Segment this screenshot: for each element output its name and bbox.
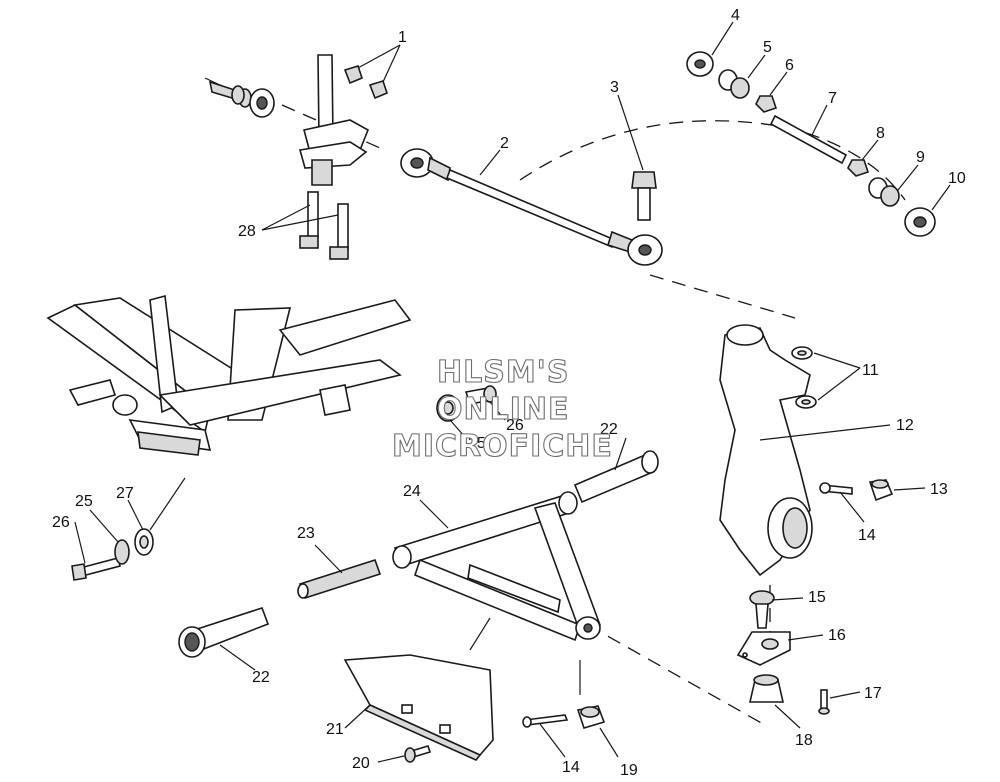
washer-27	[134, 528, 154, 556]
callout-8: 8	[876, 125, 885, 142]
callout-7: 7	[828, 90, 837, 107]
jam-nut-6	[755, 95, 778, 113]
callout-22-upper: 22	[600, 421, 618, 438]
watermark-line-1: HLSM'S	[437, 355, 569, 390]
ball-joint-15	[749, 590, 775, 629]
callout-14-upper: 14	[858, 527, 876, 544]
callout-labels: 1 2 3 4 5 6 7 8 9 10 11 12 13 14 14 15 1…	[52, 7, 966, 779]
washer-25-upper	[436, 394, 460, 422]
watermark-line-2: ONLINE	[437, 392, 570, 427]
callout-6: 6	[785, 57, 794, 74]
steering-column	[204, 54, 370, 186]
callout-25-lower: 25	[75, 493, 93, 510]
callout-25-upper: 25	[468, 435, 486, 452]
sleeve-22-upper	[573, 450, 659, 504]
watermark: HLSM'S ONLINE MICROFICHE	[391, 354, 613, 464]
callout-9: 9	[916, 149, 925, 166]
nut-1b	[368, 80, 388, 100]
callout-15: 15	[808, 589, 826, 606]
callout-27: 27	[116, 485, 134, 502]
bolt-26-upper	[464, 385, 497, 405]
callout-19: 19	[620, 762, 638, 779]
callout-3: 3	[610, 79, 619, 96]
castle-nut-19	[576, 705, 606, 729]
bolt-26-lower	[71, 557, 121, 581]
cotter-pin-14-upper	[819, 482, 853, 495]
callout-22-lower: 22	[252, 669, 270, 686]
adjuster-rod-7	[769, 114, 848, 165]
rod-end-10	[904, 207, 936, 237]
bolt-3	[631, 171, 657, 221]
callout-24: 24	[403, 483, 421, 500]
frame-section	[46, 294, 412, 456]
callout-4: 4	[731, 7, 740, 24]
callout-10: 10	[948, 170, 966, 187]
bolt-28a	[299, 191, 319, 249]
callout-leaders	[74, 21, 951, 763]
callout-18: 18	[795, 732, 813, 749]
callout-28: 28	[238, 223, 256, 240]
castle-nut-13	[868, 479, 894, 502]
callout-1: 1	[398, 29, 407, 46]
jam-nut-8	[847, 159, 870, 177]
callout-26-lower: 26	[52, 514, 70, 531]
callout-14-lower: 14	[562, 759, 580, 776]
washer-25-lower	[114, 539, 130, 565]
callout-23: 23	[297, 525, 315, 542]
rod-end-4	[686, 51, 714, 77]
spindle-12	[719, 324, 813, 577]
cotter-pin-14-lower	[522, 714, 569, 728]
washer-11-upper	[791, 346, 813, 360]
nut-1a	[343, 65, 363, 85]
callout-17: 17	[864, 685, 882, 702]
callout-13: 13	[930, 481, 948, 498]
bushing-5	[718, 69, 750, 99]
callout-11: 11	[862, 362, 879, 379]
callout-5: 5	[763, 39, 772, 56]
watermark-line-3: MICROFICHE	[392, 429, 613, 464]
a-arm-24	[392, 491, 602, 642]
callout-16: 16	[828, 627, 846, 644]
tie-rod-assembly	[400, 148, 663, 266]
pin-17	[818, 689, 830, 715]
sleeve-22-lower	[178, 607, 270, 658]
screw-20	[404, 745, 432, 763]
callout-26-upper: 26	[506, 417, 524, 434]
skid-plate-21	[343, 654, 494, 761]
boot-18	[748, 674, 785, 703]
callout-20: 20	[352, 755, 370, 772]
bolt-28b	[329, 203, 349, 260]
callout-12: 12	[896, 417, 914, 434]
callout-2: 2	[500, 135, 509, 152]
callout-21: 21	[326, 721, 344, 738]
washer-11-lower	[795, 395, 817, 409]
bushing-9	[868, 177, 900, 207]
pivot-tube-23	[297, 559, 382, 599]
plate-16	[736, 631, 791, 666]
